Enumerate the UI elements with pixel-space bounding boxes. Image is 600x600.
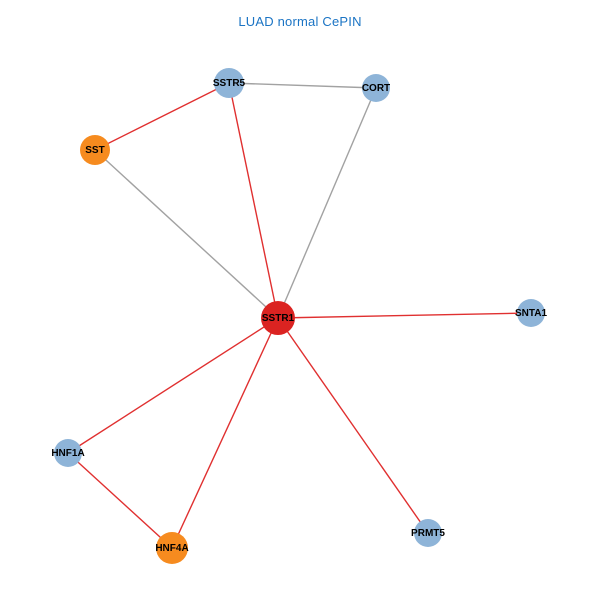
node-CORT: CORT (362, 74, 390, 102)
edge-SST-SSTR5 (94, 82, 230, 151)
edge-SST-SSTR1 (94, 149, 279, 319)
edge-SSTR5-CORT (228, 82, 377, 89)
node-SSTR5: SSTR5 (213, 68, 246, 98)
node-SST: SST (80, 135, 110, 165)
node-circle-SNTA1 (517, 299, 545, 327)
edge-SSTR1-PRMT5 (277, 317, 429, 534)
edge-SSTR5-SSTR1 (228, 82, 279, 319)
node-circle-HNF4A (156, 532, 188, 564)
plot-title: LUAD normal CePIN (238, 14, 362, 29)
node-circle-CORT (362, 74, 390, 102)
edge-SSTR1-SNTA1 (277, 312, 532, 319)
edge-layer (67, 82, 532, 549)
edge-HNF1A-HNF4A (67, 452, 173, 549)
node-SSTR1: SSTR1 (261, 301, 295, 335)
node-SNTA1: SNTA1 (515, 299, 547, 327)
node-circle-SST (80, 135, 110, 165)
edge-SSTR1-HNF4A (171, 317, 279, 549)
node-PRMT5: PRMT5 (411, 519, 445, 547)
edge-SSTR1-HNF1A (67, 317, 279, 454)
node-circle-HNF1A (54, 439, 82, 467)
edge-CORT-SSTR1 (277, 87, 377, 319)
node-circle-SSTR5 (214, 68, 244, 98)
node-circle-SSTR1 (261, 301, 295, 335)
node-circle-PRMT5 (414, 519, 442, 547)
